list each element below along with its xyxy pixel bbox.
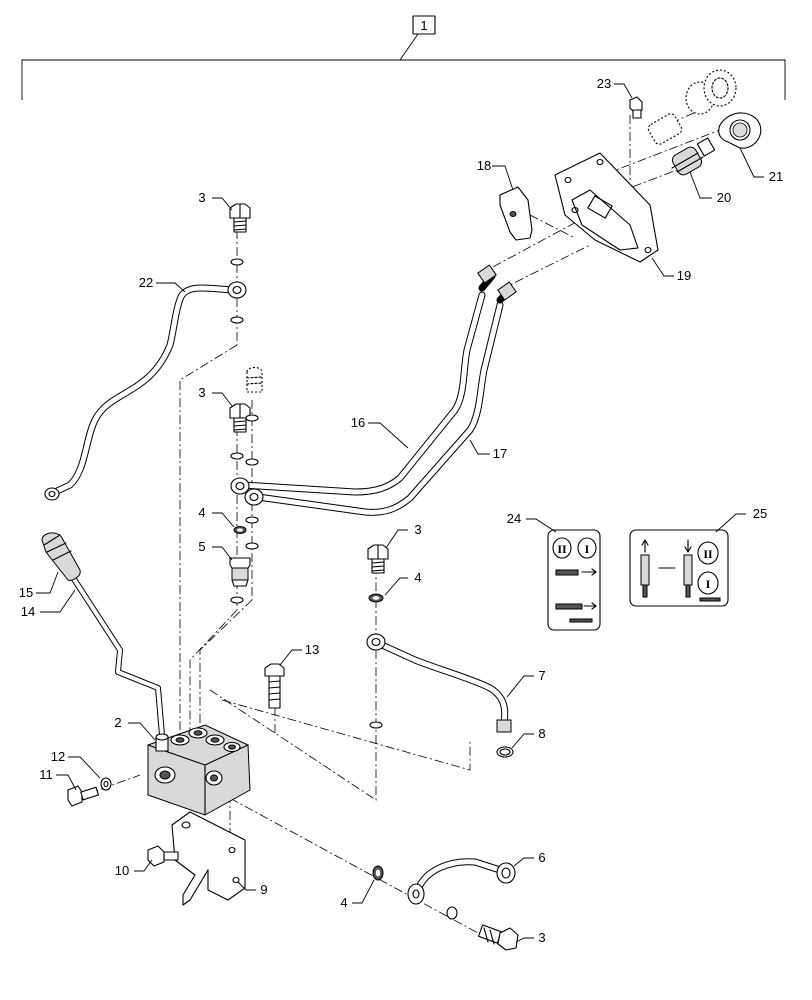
callout-20: 20: [717, 190, 731, 205]
callout-18: 18: [477, 158, 491, 173]
callout-22: 22: [139, 275, 153, 290]
callout-19: 19: [677, 268, 691, 283]
decal-25-top-symbol: II: [703, 547, 713, 561]
callout-4: 4: [340, 895, 347, 910]
assembly-bracket: 1: [21, 15, 786, 100]
callout-12: 12: [51, 749, 65, 764]
washer: [369, 721, 383, 729]
callout-3: 3: [414, 522, 421, 537]
decal-24-left-symbol: II: [557, 542, 567, 556]
callout-17: 17: [493, 446, 507, 461]
callout-5: 5: [198, 539, 205, 554]
callout-4: 4: [198, 505, 205, 520]
bolt-13: [264, 663, 285, 709]
bolt-3-lower: [478, 924, 519, 951]
knob-15: [41, 532, 81, 581]
callout-16: 16: [351, 415, 365, 430]
tube-22: [44, 281, 247, 501]
callout-11: 11: [39, 767, 53, 782]
seal-ring-8: [496, 746, 514, 758]
callout-labels: 3 22 3 16 17 4 5 15 14 3 4 2 13 7 8 12 1…: [19, 76, 783, 945]
callout-21: 21: [769, 169, 783, 184]
callout-4: 4: [414, 570, 421, 585]
callout-3: 3: [538, 930, 545, 945]
callout-9: 9: [260, 882, 267, 897]
bolt-3-right: [367, 544, 389, 574]
callout-3: 3: [198, 385, 205, 400]
valve-body-2: [147, 724, 251, 816]
callout-13: 13: [305, 642, 319, 657]
bracket-9: [171, 811, 246, 906]
callout-14: 14: [21, 604, 35, 619]
adapter-5: [229, 557, 251, 587]
bolt-3-middle: [229, 403, 251, 433]
leader-lines: [36, 83, 764, 943]
callout-15: 15: [19, 585, 33, 600]
callout-25: 25: [753, 506, 767, 521]
washer: [446, 906, 458, 920]
washer: [245, 542, 259, 550]
eye-fitting-16: [230, 477, 250, 495]
washer: [230, 258, 244, 266]
callout-23: 23: [597, 76, 611, 91]
bolt-3-upper: [229, 203, 251, 233]
assembly-label: 1: [420, 18, 427, 33]
plug: [246, 366, 263, 393]
decal-24-right-symbol: I: [585, 542, 590, 556]
callout-3: 3: [198, 190, 205, 205]
eye-fitting-17: [244, 488, 264, 506]
clip-21: [718, 112, 762, 149]
callout-10: 10: [115, 863, 129, 878]
washer-12: [100, 777, 112, 791]
tube-16: [239, 264, 497, 496]
screw-11: [67, 785, 100, 807]
washer: [230, 452, 244, 460]
callout-8: 8: [538, 726, 545, 741]
callout-2: 2: [114, 715, 121, 730]
lever-14: [69, 573, 165, 738]
washer: [245, 414, 259, 422]
washer: [245, 458, 259, 466]
plate-19: [554, 152, 659, 263]
assembly-label-box: [412, 15, 436, 35]
tube-6: [407, 858, 516, 905]
tube-7: [366, 633, 512, 733]
washer: [245, 516, 259, 524]
decal-25-bottom-symbol: I: [706, 577, 711, 591]
callout-24: 24: [507, 511, 521, 526]
tube-17: [254, 281, 517, 516]
washer: [230, 316, 244, 324]
screw-23: [629, 96, 643, 119]
callout-6: 6: [538, 850, 545, 865]
decal-24: II I: [547, 529, 601, 631]
decal-25: II I: [629, 529, 729, 607]
hidden-components: [647, 69, 737, 145]
bolt-10: [147, 845, 179, 867]
bracket-18: [499, 186, 533, 241]
switch-20: [671, 137, 716, 176]
callout-7: 7: [538, 668, 545, 683]
washer: [230, 596, 244, 604]
